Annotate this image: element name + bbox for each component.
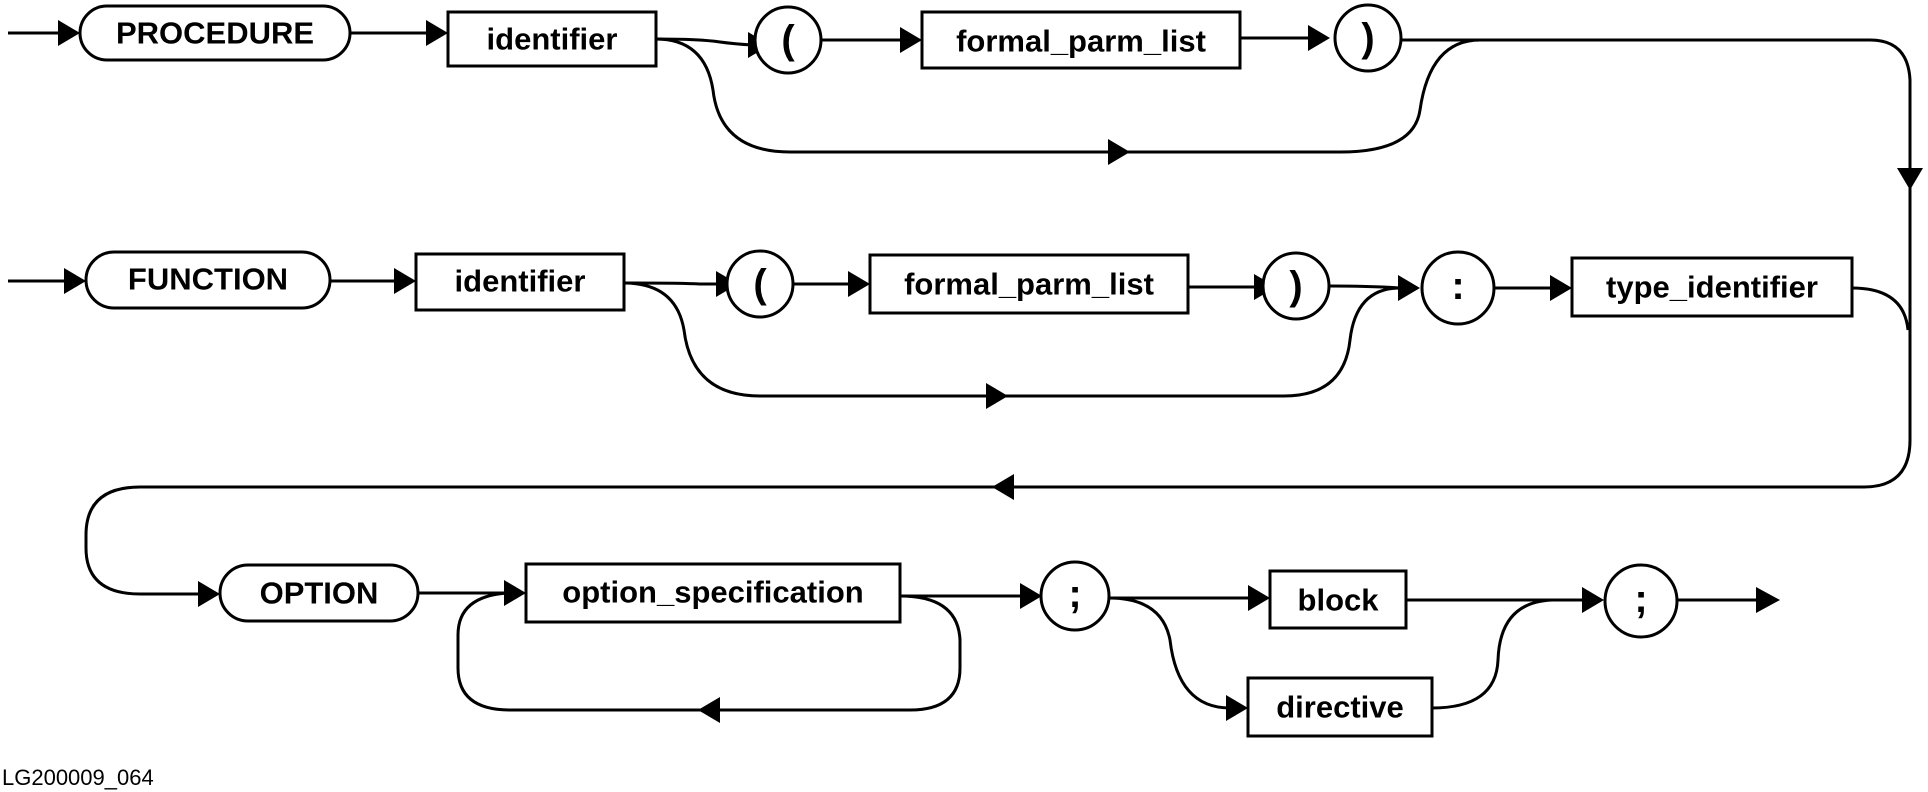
proc-keyword-text: PROCEDURE: [116, 16, 314, 51]
tail-arrow-3: [1248, 585, 1270, 611]
figure-id: LG200009_064: [2, 765, 154, 790]
join-return-line: [84, 485, 1864, 596]
tail-directive-box: [1246, 676, 1434, 738]
proc-connector: [1401, 38, 1912, 489]
proc-arrow-3: [900, 27, 922, 53]
func-colon-text: :: [1451, 264, 1464, 308]
tail-arrow-4: [1582, 587, 1604, 613]
proc-params-box: [920, 10, 1242, 70]
func-open-paren-text: (: [753, 262, 767, 306]
tail-block-box: [1268, 569, 1408, 630]
func-line-2: [623, 281, 720, 286]
func-identifier-box: [414, 252, 626, 312]
proc-line-2: [655, 37, 753, 47]
proc-open-paren-text: (: [781, 18, 795, 62]
proc-params-text: formal_parm_list: [956, 24, 1206, 59]
tail-directive-path: [1108, 596, 1234, 710]
tail-directive-text: directive: [1276, 690, 1404, 725]
proc-identifier-text: identifier: [487, 22, 618, 57]
tail-repeat-arrow: [698, 697, 720, 723]
tail-semicolon-2-text: ;: [1634, 577, 1647, 621]
func-params-box: [868, 253, 1190, 315]
func-connector: [1851, 286, 1910, 331]
func-line-5: [1328, 284, 1404, 290]
tail-semicolon-1-text: ;: [1068, 572, 1081, 616]
proc-arrow-4: [1308, 25, 1330, 51]
tail-directive-arrow: [1226, 695, 1248, 721]
func-close-paren-text: ): [1289, 264, 1302, 308]
proc-entry-arrow: [58, 20, 80, 46]
func-identifier-text: identifier: [455, 264, 586, 299]
proc-bypass-line: [655, 37, 1481, 154]
func-bypass-line: [623, 281, 1401, 398]
func-keyword-text: FUNCTION: [128, 262, 288, 297]
proc-close-paren-text: ): [1361, 16, 1374, 60]
join-line: [84, 474, 1864, 607]
tail-directive-return: [1431, 598, 1568, 710]
func-return-type-text: type_identifier: [1606, 270, 1818, 305]
func-bypass-arrow: [986, 383, 1008, 409]
tail-keyword-text: OPTION: [260, 576, 379, 611]
func-arrow-5: [1398, 275, 1420, 301]
func-params-text: formal_parm_list: [904, 267, 1154, 302]
proc-arrow-1: [426, 20, 448, 46]
row-tail: OPTION option_specification ; block dire…: [218, 560, 1780, 738]
func-entry-arrow: [64, 268, 86, 294]
proc-bypass-arrow: [1108, 139, 1130, 165]
proc-close-paren-terminal: [1333, 3, 1403, 73]
func-return-type-box: [1570, 256, 1854, 318]
row-procedure: PROCEDURE identifier ( formal_parm_list …: [8, 3, 1923, 489]
join-return-arrow: [992, 474, 1014, 500]
tail-entry-arrow: [198, 581, 220, 607]
tail-semicolon-1-terminal: [1039, 560, 1111, 632]
func-arrow-6: [1550, 275, 1572, 301]
row-function: FUNCTION identifier ( formal_parm_list )…: [8, 249, 1910, 409]
tail-arrow-1: [504, 580, 526, 606]
tail-option-spec-text: option_specification: [562, 575, 863, 610]
func-arrow-1: [394, 268, 416, 294]
tail-arrow-2: [1020, 583, 1042, 609]
tail-exit-arrow: [1756, 587, 1780, 613]
func-arrow-3: [848, 271, 870, 297]
tail-option-spec-box: [524, 562, 902, 624]
tail-block-text: block: [1298, 583, 1380, 618]
proc-down-arrow: [1897, 168, 1923, 190]
